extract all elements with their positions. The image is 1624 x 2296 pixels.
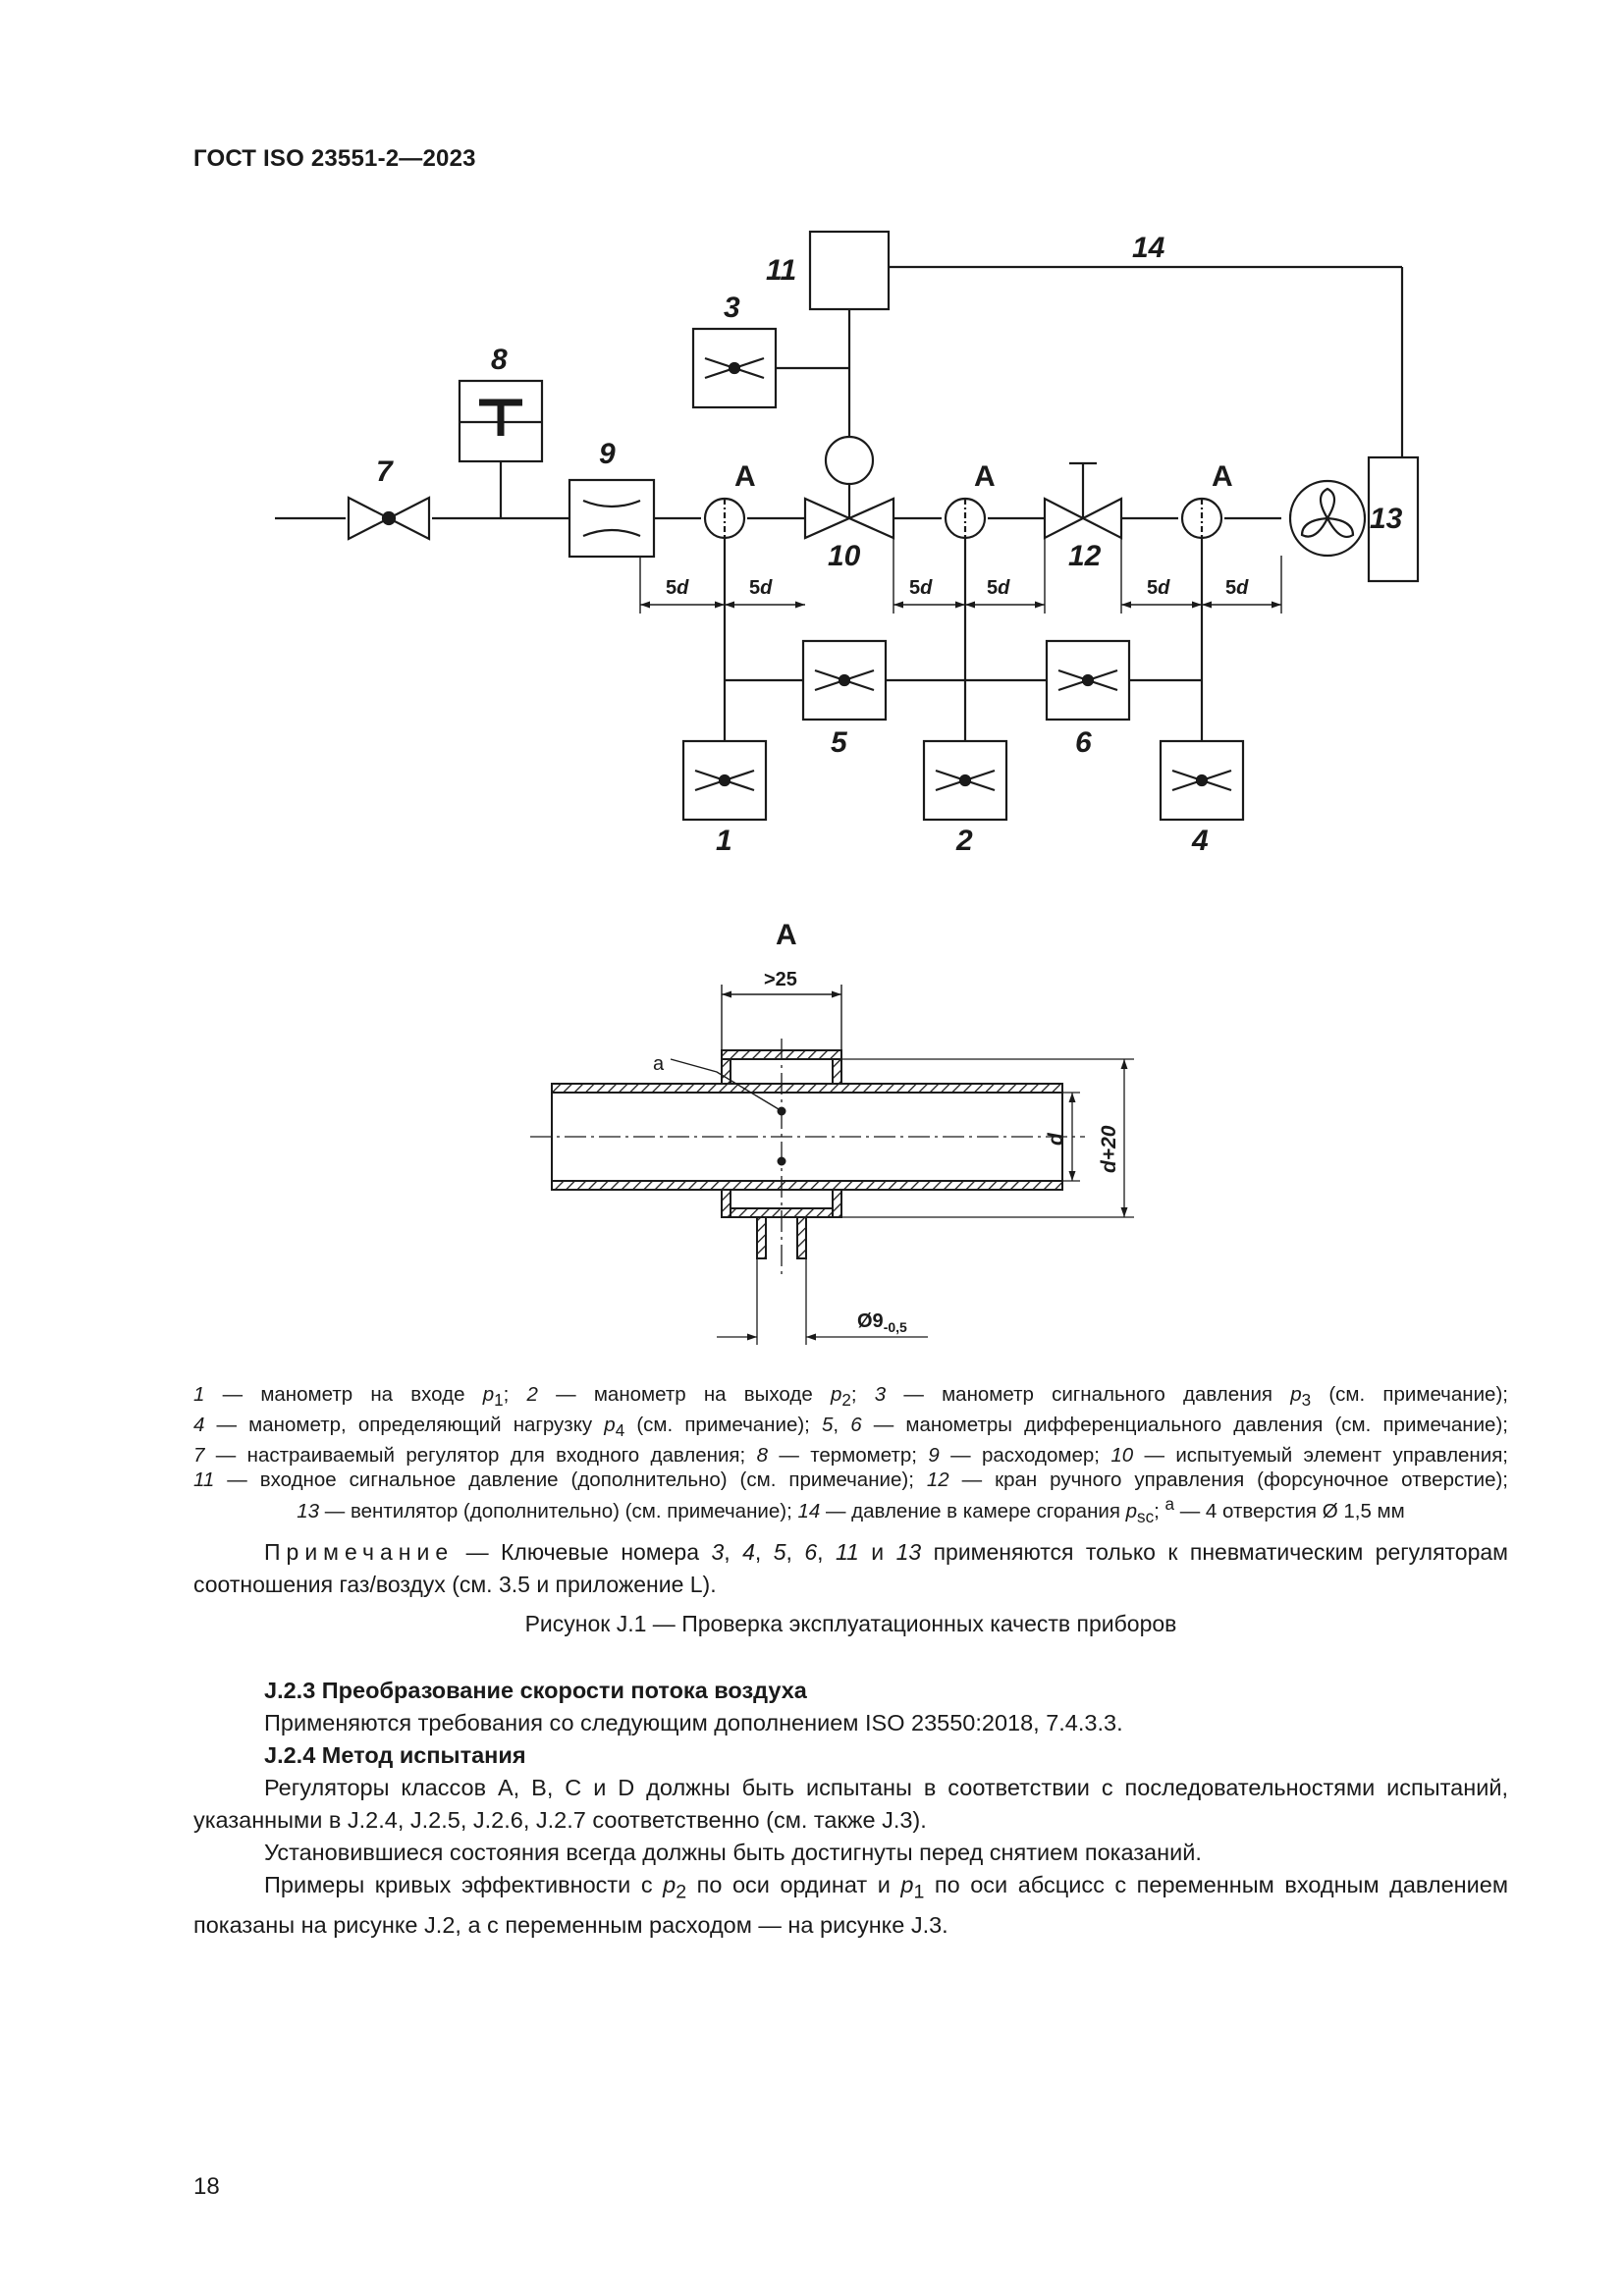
label-8: 8 xyxy=(491,344,508,376)
section-j23-heading: J.2.3 Преобразование скорости потока воз… xyxy=(264,1678,807,1703)
gauge-1 xyxy=(681,739,768,822)
test-rig-schematic: 7 8 9 10 11 12 13 14 3 5 6 1 2 4 A A A 5… xyxy=(275,230,1420,1345)
dim-d-plus-20: d+20 xyxy=(1098,1125,1120,1173)
figure-caption: Рисунок J.1 — Проверка эксплуатационных … xyxy=(524,1611,1177,1636)
label-13: 13 xyxy=(1370,503,1403,535)
legend-line-3: 7 — настраиваемый регулятор для входного… xyxy=(193,1444,1508,1468)
pressure-regulator-7 xyxy=(347,496,431,541)
label-9: 9 xyxy=(599,438,616,470)
paragraph-1: Регуляторы классов A, B, C и D должны бы… xyxy=(193,1775,1508,1833)
legend-line-2: 4 — манометр, определяющий нагрузку p4 (… xyxy=(193,1414,1508,1441)
legend-line-5: 13 — вентилятор (дополнительно) (см. при… xyxy=(297,1495,1405,1527)
hole-label-a: a xyxy=(653,1053,665,1075)
tap-label-a-2: A xyxy=(974,460,996,493)
fan-13 xyxy=(1288,455,1420,583)
dim-5d-3: 5d xyxy=(909,577,933,599)
section-a-drawing xyxy=(530,985,1134,1345)
gauge-4 xyxy=(1159,739,1245,822)
section-j24-heading: J.2.4 Метод испытания xyxy=(264,1742,526,1768)
label-4: 4 xyxy=(1191,825,1209,857)
dim-bore: Ø9-0,5 xyxy=(857,1310,907,1335)
dim-5d-4: 5d xyxy=(987,577,1010,599)
label-2: 2 xyxy=(955,825,973,857)
flow-meter-9 xyxy=(568,478,656,559)
dim-5d-6: 5d xyxy=(1225,577,1249,599)
tap-label-a-1: A xyxy=(734,460,756,493)
signal-pressure-box-11 xyxy=(808,230,891,311)
dim-5d-1: 5d xyxy=(666,577,689,599)
label-3: 3 xyxy=(724,292,740,324)
dim-d: d xyxy=(1045,1132,1067,1146)
page-number: 18 xyxy=(193,2173,220,2200)
gauge-5 xyxy=(801,639,888,721)
label-6: 6 xyxy=(1075,726,1092,759)
manual-cock-12 xyxy=(1043,461,1123,540)
paragraph-2: Установившиеся состояния всегда должны б… xyxy=(264,1840,1202,1865)
label-10: 10 xyxy=(828,540,861,572)
label-5: 5 xyxy=(831,726,848,759)
section-a-title: A xyxy=(776,919,797,951)
legend-line-1: 1 — манометр на входе p1; 2 — манометр н… xyxy=(193,1383,1508,1411)
gauge-6 xyxy=(1045,639,1131,721)
gauge-2 xyxy=(922,739,1008,822)
document-header: ГОСТ ISO 23551-2—2023 xyxy=(193,145,476,172)
control-element-10 xyxy=(803,309,895,540)
label-7: 7 xyxy=(376,455,394,488)
dim-5d-2: 5d xyxy=(749,577,773,599)
legend-line-4: 11 — входное сигнальное давление (дополн… xyxy=(193,1468,1509,1492)
label-11: 11 xyxy=(766,254,796,287)
dim-width-gt25: >25 xyxy=(764,969,797,990)
label-14: 14 xyxy=(1132,232,1165,264)
thermometer-8 xyxy=(458,379,544,518)
label-1: 1 xyxy=(716,825,732,857)
gauge-3 xyxy=(691,327,778,409)
section-j23-text: Применяются требования со следующим допо… xyxy=(264,1710,1123,1735)
dim-5d-5: 5d xyxy=(1147,577,1170,599)
figure-legend: 1 — манометр на входе p1; 2 — манометр н… xyxy=(193,1382,1508,1529)
paragraph-3: Примеры кривых эффективности с p2 по оси… xyxy=(193,1872,1508,1938)
label-12: 12 xyxy=(1068,540,1102,572)
tap-label-a-3: A xyxy=(1212,460,1233,493)
note-paragraph: Примечание — Ключевые номера 3, 4, 5, 6,… xyxy=(193,1539,1508,1597)
